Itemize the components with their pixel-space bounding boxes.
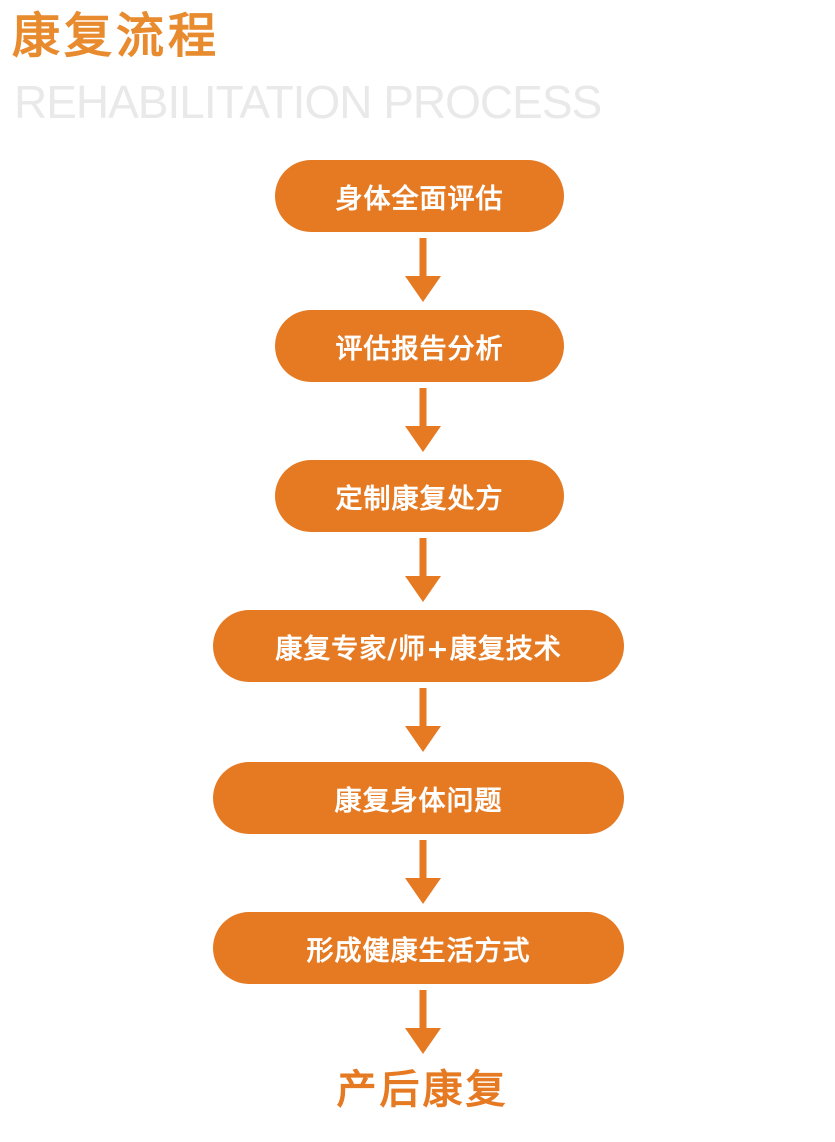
down-arrow-icon (405, 388, 441, 452)
process-step-3: 定制康复处方 (275, 460, 564, 532)
process-step-2: 评估报告分析 (275, 310, 564, 382)
page-title: 康复流程 (12, 8, 221, 64)
down-arrow-icon (405, 990, 441, 1054)
process-result: 产后康复 (336, 1067, 509, 1113)
down-arrow-icon (405, 688, 441, 752)
down-arrow-icon (405, 538, 441, 602)
down-arrow-icon (405, 238, 441, 302)
process-step-6: 形成健康生活方式 (213, 912, 624, 984)
process-step-5: 康复身体问题 (213, 762, 624, 834)
down-arrow-icon (405, 840, 441, 904)
process-step-1: 身体全面评估 (275, 160, 564, 232)
page-subtitle: REHABILITATION PROCESS (14, 76, 602, 128)
process-step-4: 康复专家/师+康复技术 (213, 610, 624, 682)
